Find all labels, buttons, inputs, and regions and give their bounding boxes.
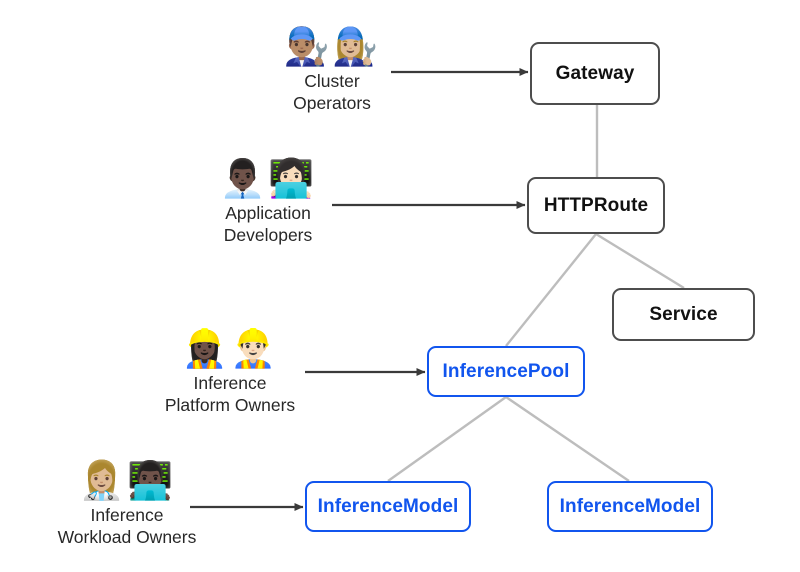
persona-application-developers-label: Application Developers [223, 202, 313, 245]
node-service[interactable]: Service [612, 288, 755, 341]
office-worker-technologist-icons: 👨🏿‍💼👩🏻‍💻 [219, 157, 317, 200]
edge-httproute-inferencepool [505, 233, 597, 347]
mechanic-icons: 👨🏽‍🔧👩🏼‍🔧 [283, 25, 381, 68]
node-inferencemodel-left[interactable]: InferenceModel [305, 481, 471, 532]
scientist-technologist-icons: 👩🏼‍⚕️👨🏿‍💻 [78, 459, 176, 502]
persona-application-developers: 👨🏿‍💼👩🏻‍💻 Application Developers [158, 157, 378, 247]
node-inferencepool[interactable]: InferencePool [427, 346, 585, 397]
edge-inferencepool-inferencemodel-right [505, 396, 630, 482]
persona-cluster-operators: 👨🏽‍🔧👩🏼‍🔧 Cluster Operators [222, 25, 442, 115]
persona-inference-workload-owners: 👩🏼‍⚕️👨🏿‍💻 Inference Workload Owners [17, 459, 237, 549]
persona-inference-platform-owners-label: Inference Platform Owners [164, 372, 296, 415]
persona-cluster-operators-label: Cluster Operators [293, 70, 371, 113]
edge-inferencepool-inferencemodel-left [387, 396, 507, 482]
edge-httproute-service [595, 232, 685, 290]
persona-inference-platform-owners: 👷🏿‍♀️👷🏻‍♂️ Inference Platform Owners [120, 327, 340, 417]
node-gateway[interactable]: Gateway [530, 42, 660, 105]
persona-inference-workload-owners-label: Inference Workload Owners [57, 504, 197, 547]
construction-worker-icons: 👷🏿‍♀️👷🏻‍♂️ [181, 327, 279, 370]
node-inferencemodel-right[interactable]: InferenceModel [547, 481, 713, 532]
node-httproute[interactable]: HTTPRoute [527, 177, 665, 234]
